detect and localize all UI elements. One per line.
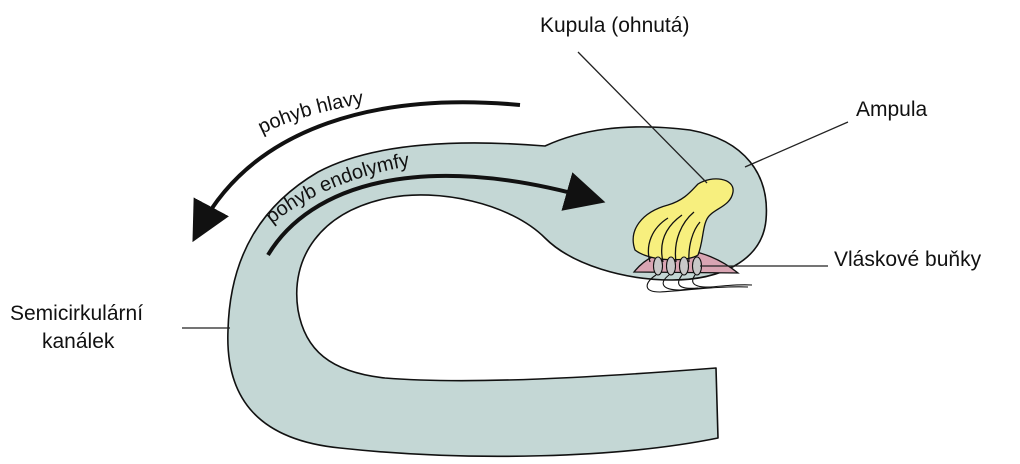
semicircular-canal	[228, 127, 767, 456]
canal-label-line2: kanálek	[42, 330, 115, 353]
ampulla-leader	[745, 122, 848, 167]
canal-label-line1: Semicirkulární	[10, 302, 143, 325]
ampulla-label: Ampula	[856, 98, 928, 121]
cupula-label: Kupula (ohnutá)	[540, 14, 689, 37]
hair-cells-label: Vláskové buňky	[834, 248, 982, 271]
